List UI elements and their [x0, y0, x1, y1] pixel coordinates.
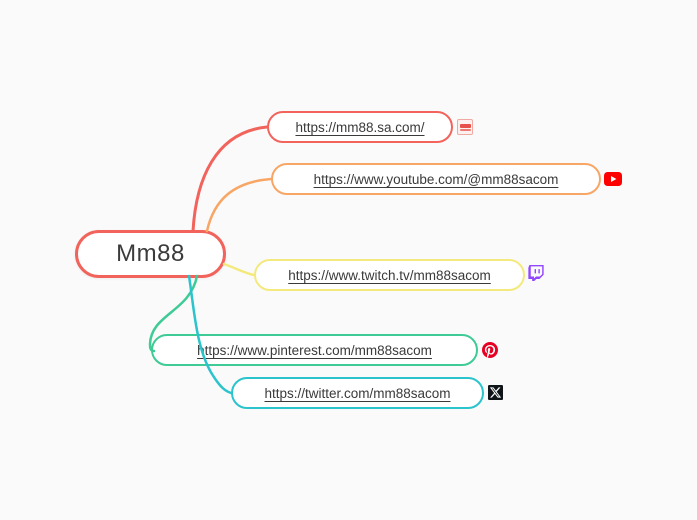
connector-youtube — [205, 177, 273, 233]
twitter-url[interactable]: https://twitter.com/mm88sacom — [264, 385, 451, 401]
node-twitch-link[interactable]: https://www.twitch.tv/mm88sacom — [254, 259, 525, 291]
x-twitter-icon — [488, 385, 503, 400]
pinterest-icon — [482, 342, 498, 358]
mm88-favicon-band — [459, 123, 471, 128]
pinterest-url[interactable]: https://www.pinterest.com/mm88sacom — [197, 342, 432, 358]
youtube-icon — [604, 172, 622, 186]
connector-site — [191, 125, 269, 233]
youtube-url[interactable]: https://www.youtube.com/@mm88sacom — [313, 171, 559, 187]
node-mm88-site-link[interactable]: https://mm88.sa.com/ — [267, 111, 453, 143]
node-youtube-link[interactable]: https://www.youtube.com/@mm88sacom — [271, 163, 601, 195]
mm88-site-url[interactable]: https://mm88.sa.com/ — [295, 119, 425, 135]
twitch-url[interactable]: https://www.twitch.tv/mm88sacom — [288, 267, 491, 283]
youtube-play-triangle — [611, 176, 617, 182]
node-pinterest-link[interactable]: https://www.pinterest.com/mm88sacom — [151, 334, 478, 366]
root-node-mm88[interactable]: Mm88 — [75, 230, 226, 278]
twitch-glitch-glyph — [528, 265, 544, 281]
connector-twitch — [222, 262, 256, 277]
root-node-label: Mm88 — [116, 240, 185, 267]
pinterest-p-glyph — [482, 342, 498, 358]
mm88-favicon-band2 — [459, 128, 471, 131]
twitch-icon — [528, 265, 544, 281]
x-icon-bg — [488, 385, 503, 400]
mm88-favicon-icon — [457, 119, 473, 135]
x-glyph — [489, 387, 502, 398]
node-twitter-link[interactable]: https://twitter.com/mm88sacom — [231, 377, 484, 409]
